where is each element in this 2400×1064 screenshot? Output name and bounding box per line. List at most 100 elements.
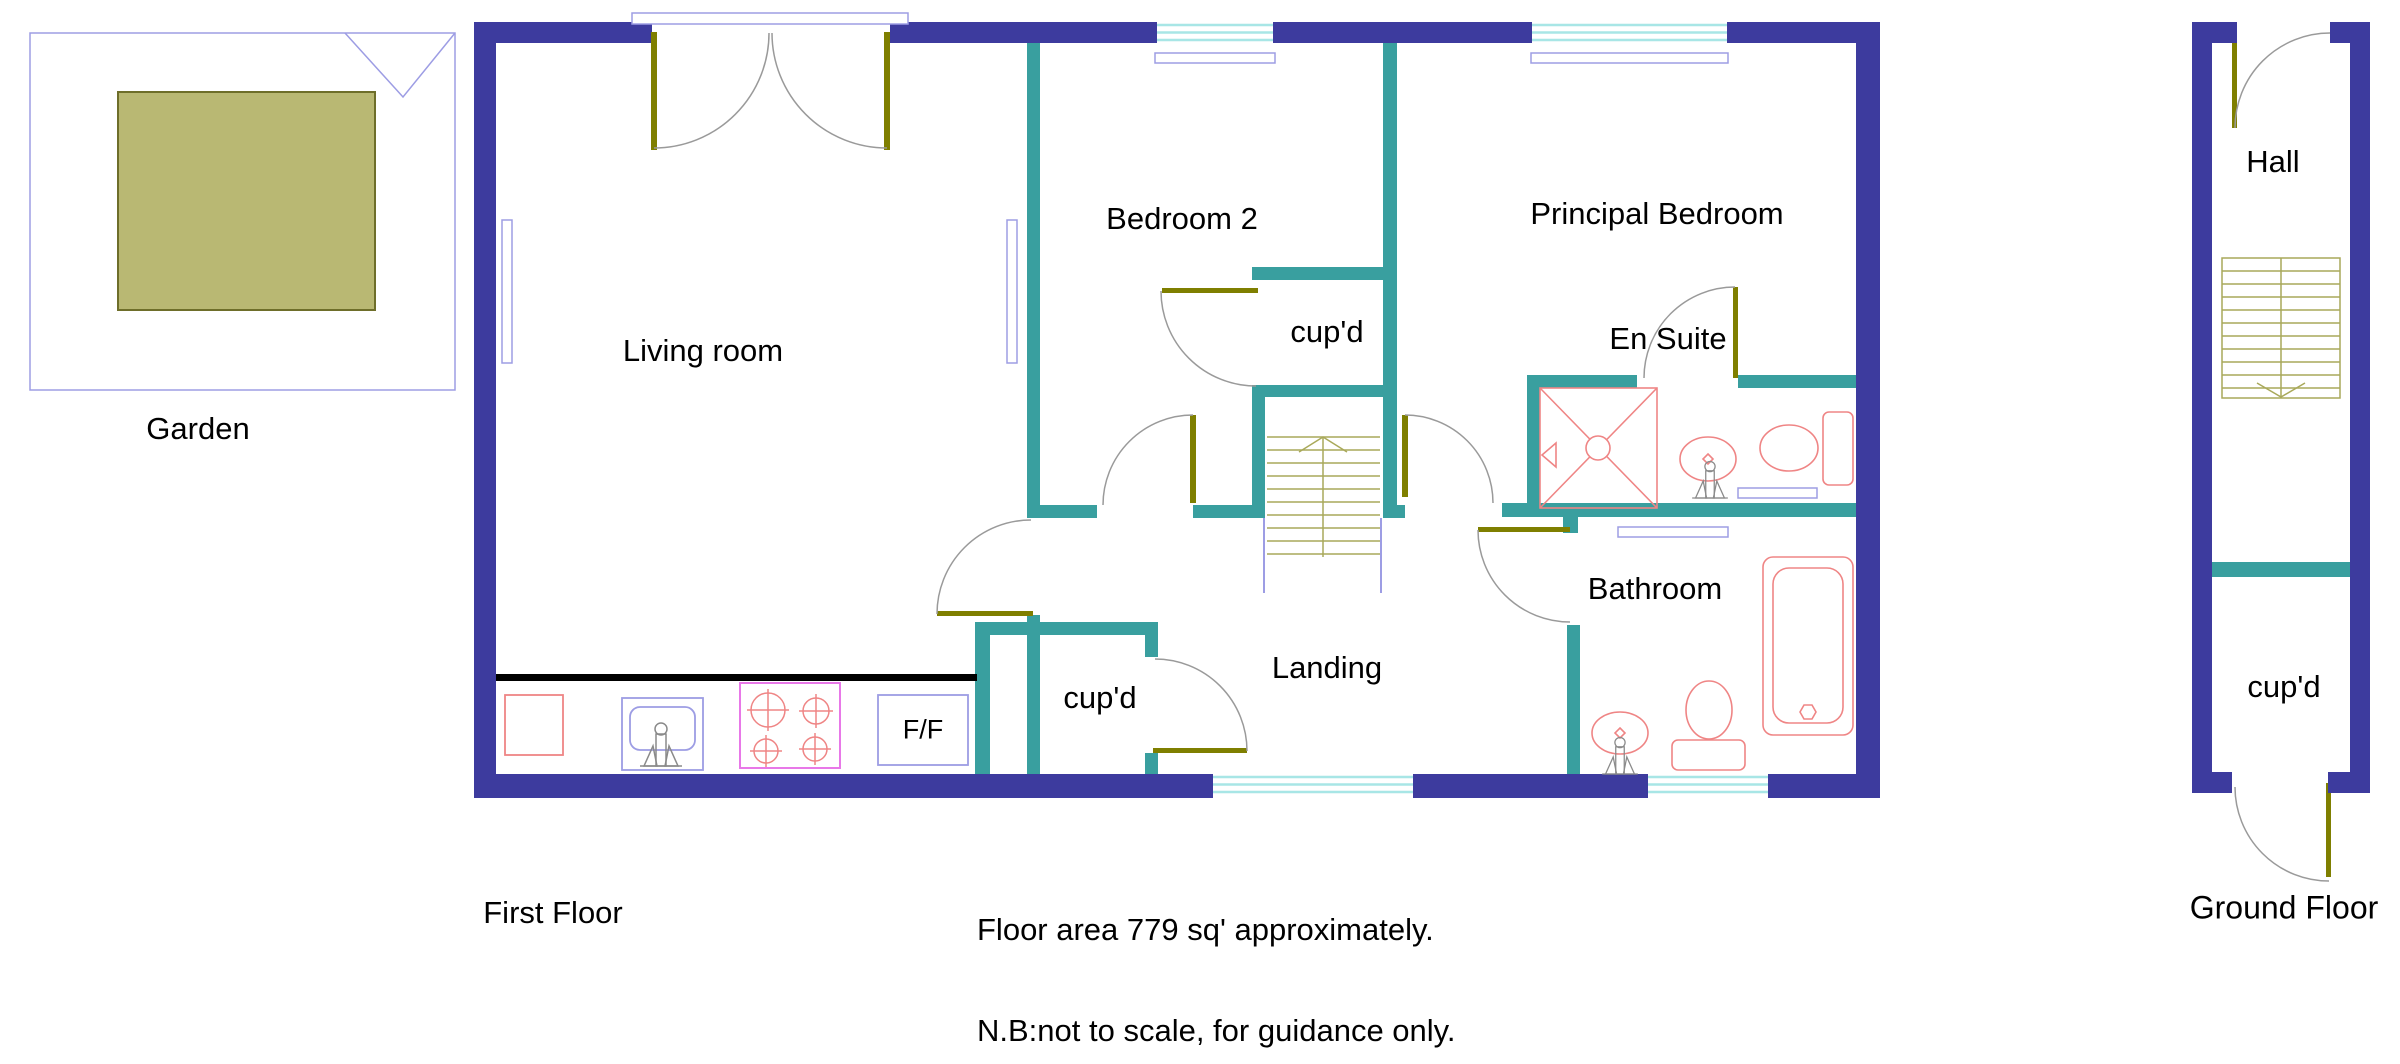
stair-rails <box>1263 518 1382 593</box>
wall-segment <box>2328 772 2370 793</box>
hob-symbol <box>739 682 841 769</box>
partition-cupboard-landing-right-a <box>1145 622 1158 657</box>
label-hall: Hall <box>2246 144 2300 179</box>
wall-segment <box>474 22 496 798</box>
wall-segment <box>2330 22 2370 43</box>
label-en-suite: En Suite <box>1609 321 1727 356</box>
living-door-leaf <box>937 611 1033 616</box>
principal-door-leaf <box>1402 415 1408 497</box>
en-suite-fixtures <box>1539 387 1854 509</box>
partition-stairwell-top <box>1252 385 1397 397</box>
cupboard-bedroom-door-leaf <box>1162 288 1258 293</box>
canopy-marker <box>344 32 456 99</box>
door-swing-arc <box>1160 290 1257 387</box>
label-garden: Garden <box>146 411 250 446</box>
staircase-ground-floor <box>2221 257 2341 399</box>
door-swing-arc <box>1102 414 1194 506</box>
tap-icon <box>1601 736 1639 775</box>
partition-kitchen-end <box>975 622 990 774</box>
worktop-line <box>496 674 977 681</box>
lawn <box>117 91 376 311</box>
door-swing-arc <box>771 32 888 149</box>
radiator-symbol <box>501 219 513 364</box>
wall-segment <box>2192 22 2212 793</box>
stair-treads <box>1267 436 1380 557</box>
radiator-symbol <box>1530 52 1729 64</box>
label-living-room: Living room <box>622 333 784 368</box>
door-swing-arc <box>2234 32 2331 129</box>
door-leaves <box>651 32 2331 877</box>
partition-stairwell-left <box>1252 385 1265 518</box>
tap-icon <box>639 722 683 767</box>
door-lintel <box>631 12 909 25</box>
interior-partitions <box>975 43 1856 774</box>
wall-segment <box>1273 22 1532 43</box>
radiator-symbol <box>1006 219 1018 364</box>
cupboard-landing-door-leaf <box>1153 748 1247 753</box>
wall-segment <box>474 22 652 43</box>
garden-plan <box>29 32 456 391</box>
partition-principal-left <box>1383 43 1397 518</box>
note-disclaimer: N.B:not to scale, for guidance only. <box>977 1013 1456 1048</box>
wall-segment <box>1413 774 1648 798</box>
radiator-symbol <box>1617 526 1729 538</box>
partition-bedroom2-bottom-b <box>1193 505 1265 518</box>
door-swing-arc <box>1404 414 1494 504</box>
ensuite-door-leaf <box>1733 287 1738 378</box>
partition-principal-stub <box>1383 505 1405 518</box>
door-swing-arc <box>1477 529 1571 623</box>
bath-symbol <box>1762 556 1854 736</box>
bathroom-fixtures <box>1591 556 1854 771</box>
partition-cupboard-landing-top <box>975 622 1158 635</box>
kitchen-units <box>504 682 969 771</box>
bedroom2-door-leaf <box>1190 415 1196 503</box>
front-door-leaf <box>2232 33 2237 128</box>
fridge-freezer-box <box>877 694 969 766</box>
entrance-door-leaf-right <box>884 32 890 150</box>
wall-segment <box>1727 22 1880 43</box>
ground-rear-door-leaf <box>2326 783 2331 877</box>
bathroom-door-leaf <box>1478 527 1570 532</box>
label-cupboard-bedroom: cup'd <box>1290 314 1364 349</box>
radiator-symbol <box>1737 487 1818 499</box>
wall-segment <box>2192 22 2237 43</box>
partition-cupboard-bedroom-top <box>1252 267 1383 280</box>
label-bathroom: Bathroom <box>1587 571 1723 606</box>
label-cupboard-ground: cup'd <box>2247 669 2321 704</box>
label-ground-floor: Ground Floor <box>2189 889 2379 926</box>
door-swings <box>653 32 2331 882</box>
label-fridge-freezer: F/F <box>902 714 944 745</box>
partition-bedroom2-bottom-a <box>1027 505 1097 518</box>
wall-segment <box>474 774 1213 798</box>
partition-ensuite-left <box>1527 375 1540 517</box>
label-principal-bedroom: Principal Bedroom <box>1530 196 1784 231</box>
first-floor-exterior-walls <box>474 22 1880 798</box>
staircase-first-floor <box>1263 436 1382 593</box>
shower-symbol <box>1539 387 1658 509</box>
toilet-symbol <box>1759 411 1854 486</box>
wall-segment <box>2350 22 2370 793</box>
basin-symbol <box>1679 436 1737 482</box>
label-first-floor: First Floor <box>483 895 623 930</box>
radiator-symbol <box>1154 52 1276 64</box>
entrance-door-leaf-left <box>651 32 657 150</box>
partition-ensuite-top-b <box>1738 375 1856 388</box>
note-floor-area: Floor area 779 sq' approximately. <box>977 912 1434 947</box>
partition-ensuite-bathroom <box>1502 503 1856 517</box>
partition-ensuite-top-a <box>1527 375 1637 388</box>
label-cupboard-landing: cup'd <box>1063 680 1137 715</box>
door-swing-arc <box>1643 286 1736 379</box>
ground-floor-walls <box>2192 22 2370 793</box>
window-symbols <box>1157 23 1768 794</box>
wall-segment <box>890 22 1157 43</box>
partition-cupboard-landing-right-b <box>1145 753 1158 774</box>
partition-bathroom-landing <box>1567 625 1580 774</box>
kitchen-unit-box <box>504 694 564 756</box>
door-swing-arc <box>1154 658 1248 752</box>
door-swing-arc <box>653 32 770 149</box>
partition-living-bedroom2 <box>1027 43 1040 518</box>
sink-unit-symbol <box>621 697 704 771</box>
partition-hall-cupboard <box>2212 562 2350 577</box>
